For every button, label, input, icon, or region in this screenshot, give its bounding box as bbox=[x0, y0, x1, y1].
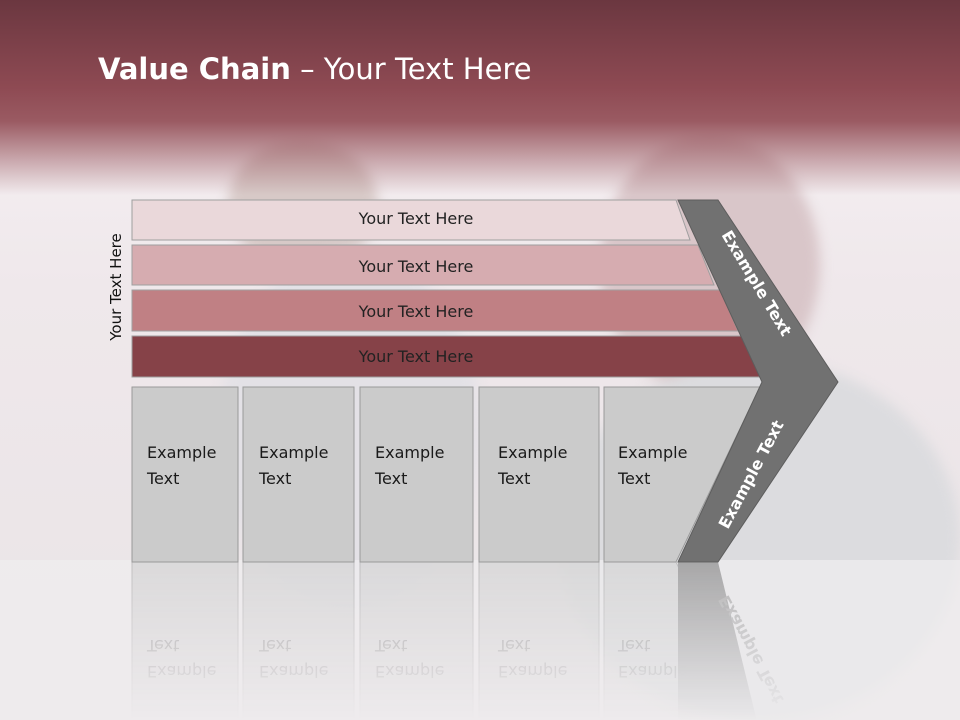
reflection-box-5-line2: Text bbox=[617, 636, 650, 655]
box-5-line1: Example bbox=[618, 443, 687, 462]
reflection-box-5-line1: Example bbox=[618, 662, 687, 681]
reflection-box-1-line2: Text bbox=[146, 636, 179, 655]
box-3-line2: Text bbox=[374, 469, 407, 488]
reflection-box-3-line1: Example bbox=[375, 662, 444, 681]
reflection: Example Text Example Text Example Text E… bbox=[131, 561, 788, 720]
box-3: Example Text bbox=[359, 386, 474, 563]
reflection-box-2-line2: Text bbox=[258, 636, 291, 655]
title-rest: – Your Text Here bbox=[290, 52, 532, 86]
box-5-line2: Text bbox=[617, 469, 650, 488]
row-1-label: Your Text Here bbox=[358, 209, 474, 228]
row-4-label: Your Text Here bbox=[358, 347, 474, 366]
slide-title: Value Chain – Your Text Here bbox=[98, 52, 532, 86]
box-2: Example Text bbox=[242, 386, 355, 563]
box-1: Example Text bbox=[131, 386, 239, 563]
box-4-line2: Text bbox=[497, 469, 530, 488]
box-4-shape bbox=[478, 386, 600, 563]
reflection-chevron bbox=[678, 562, 757, 720]
reflection-box-2 bbox=[242, 561, 355, 720]
box-2-line2: Text bbox=[258, 469, 291, 488]
reflection-box-4-line2: Text bbox=[497, 636, 530, 655]
box-4: Example Text bbox=[478, 386, 600, 563]
reflection-box-1 bbox=[131, 561, 239, 720]
reflection-box-1-line1: Example bbox=[147, 662, 216, 681]
row-2-shape bbox=[131, 244, 715, 286]
row-4: Your Text Here bbox=[131, 335, 763, 378]
title-bold: Value Chain bbox=[98, 52, 291, 86]
box-2-line1: Example bbox=[259, 443, 328, 462]
box-4-line1: Example bbox=[498, 443, 567, 462]
reflection-box-4 bbox=[478, 561, 600, 720]
row-1: Your Text Here bbox=[131, 199, 691, 241]
box-1-line1: Example bbox=[147, 443, 216, 462]
row-2-label: Your Text Here bbox=[358, 257, 474, 276]
box-3-line1: Example bbox=[375, 443, 444, 462]
reflection-box-3-line2: Text bbox=[374, 636, 407, 655]
header-band bbox=[0, 0, 960, 195]
reflection-box-4-line1: Example bbox=[498, 662, 567, 681]
row-3-label: Your Text Here bbox=[358, 302, 474, 321]
box-5: Example Text bbox=[603, 386, 761, 563]
box-1-shape bbox=[131, 386, 239, 563]
row-3: Your Text Here bbox=[131, 289, 739, 332]
box-1-line2: Text bbox=[146, 469, 179, 488]
row-2: Your Text Here bbox=[131, 244, 715, 286]
box-2-shape bbox=[242, 386, 355, 563]
reflection-box-3 bbox=[359, 561, 474, 720]
reflection-box-2-line1: Example bbox=[259, 662, 328, 681]
row-1-shape bbox=[131, 199, 691, 241]
